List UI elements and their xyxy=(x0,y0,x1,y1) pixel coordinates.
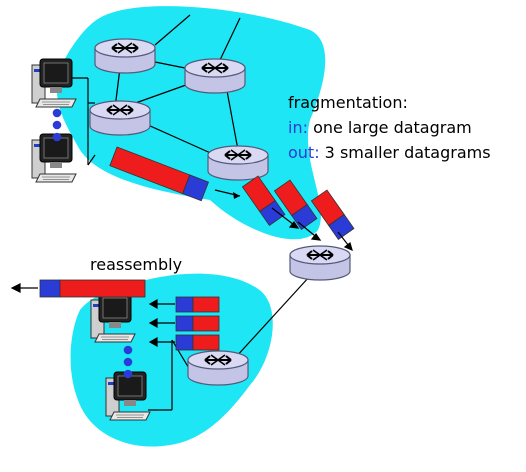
computer-host-icon xyxy=(31,58,77,108)
computer-host-icon xyxy=(105,371,151,421)
router-icon xyxy=(184,58,246,94)
computer-host-icon xyxy=(90,293,136,343)
in-prefix: in: xyxy=(288,118,308,137)
vertical-ellipsis-icon xyxy=(123,345,133,379)
router-icon xyxy=(289,245,351,281)
router-icon xyxy=(94,38,156,74)
out-prefix: out: xyxy=(288,143,320,162)
fragment-datagram xyxy=(241,175,286,226)
router-icon xyxy=(89,100,151,136)
in-description: in: one large datagram xyxy=(288,118,472,138)
reassembly-label: reassembly xyxy=(90,255,183,274)
computer-host-icon xyxy=(31,133,77,183)
in-text: one large datagram xyxy=(307,118,472,137)
received-fragments xyxy=(175,296,220,351)
fragment-datagram xyxy=(273,179,318,230)
fragment-datagram xyxy=(310,189,355,240)
large-datagram xyxy=(109,146,210,202)
out-description: out: 3 smaller datagrams xyxy=(288,143,491,163)
router-icon xyxy=(187,350,249,386)
router-icon xyxy=(207,145,269,181)
fragmentation-title: fragmentation: xyxy=(288,93,408,112)
out-text: 3 smaller datagrams xyxy=(319,143,491,162)
reassembled-datagram xyxy=(39,279,146,298)
vertical-ellipsis-icon xyxy=(52,108,62,142)
